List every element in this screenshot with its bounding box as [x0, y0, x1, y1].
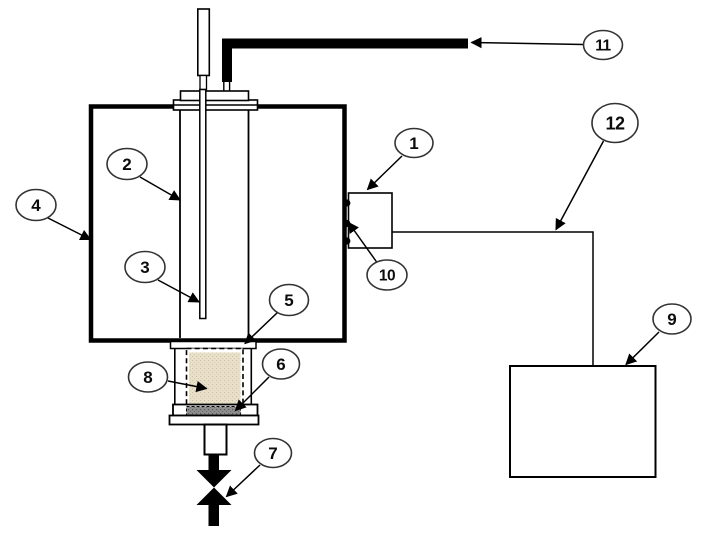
- sensor-dot-1: [343, 199, 351, 207]
- callout-9: 9: [625, 303, 692, 366]
- controller-box: [347, 192, 393, 249]
- top-flange-upper-plate: [179, 90, 250, 102]
- callout-10-leader: [347, 221, 378, 263]
- callout-12: 12: [555, 102, 639, 231]
- callout-5-circle: [268, 283, 310, 317]
- callout-1-leader: [366, 155, 403, 191]
- callout-11-circle: [582, 29, 624, 61]
- bottom-flange-lower-bar: [168, 414, 260, 426]
- outlet-fitting: [203, 423, 228, 456]
- callout-11-label: 11: [595, 38, 611, 55]
- callout-3-leader: [157, 279, 200, 303]
- frit-disc-texture: [186, 406, 241, 415]
- callout-7: 7: [225, 437, 293, 498]
- callout-2: 2: [106, 147, 181, 201]
- signal-line: [392, 231, 594, 366]
- callout-9-leader: [625, 331, 660, 366]
- callout-5-label: 5: [284, 291, 293, 310]
- callout-5: 5: [244, 283, 310, 345]
- callout-1-label: 1: [409, 134, 418, 153]
- callout-12-circle: [591, 102, 639, 144]
- callout-4-label: 4: [31, 196, 41, 215]
- callout-8-leader: [167, 380, 208, 393]
- packed-bed-texture: [189, 352, 241, 404]
- callout-6: 6: [234, 348, 301, 412]
- probe-stem: [199, 74, 208, 91]
- callout-11-leader: [470, 37, 584, 49]
- callout-10-label: 10: [379, 268, 395, 285]
- callout-11: 11: [470, 29, 624, 61]
- sensor-dot-3: [343, 237, 351, 245]
- callout-2-circle: [106, 147, 148, 181]
- thermowell-rod: [199, 88, 207, 320]
- probe-head: [197, 8, 211, 77]
- callout-10-circle: [366, 259, 408, 291]
- callout-9-circle: [652, 303, 692, 335]
- callout-4: 4: [15, 188, 92, 241]
- callout-8: 8: [127, 361, 208, 393]
- callout-3-label: 3: [140, 258, 149, 277]
- valve-icon: [196, 470, 232, 488]
- valve-icon-lower: [196, 487, 232, 505]
- callout-4-circle: [15, 188, 57, 222]
- callout-7-leader: [225, 464, 261, 498]
- callout-3-circle: [124, 250, 166, 284]
- callout-6-leader: [234, 376, 270, 412]
- callout-2-label: 2: [122, 155, 131, 174]
- callout-1: 1: [366, 127, 434, 191]
- callout-2-leader: [139, 176, 181, 201]
- callout-3: 3: [124, 250, 200, 303]
- bottom-plate: [169, 340, 257, 350]
- callout-10: 10: [347, 221, 408, 291]
- callout-8-circle: [127, 361, 169, 393]
- callout-6-label: 6: [276, 355, 285, 374]
- callout-12-label: 12: [605, 114, 625, 134]
- callout-9-label: 9: [667, 310, 676, 329]
- callout-5-leader: [244, 311, 279, 345]
- callout-7-circle: [253, 437, 293, 469]
- callout-7-label: 7: [268, 444, 277, 463]
- external-unit-box: [509, 365, 657, 478]
- callout-4-leader: [47, 217, 92, 241]
- valve-stem-upper: [208, 454, 219, 471]
- callout-8-label: 8: [143, 368, 152, 387]
- callout-12-leader: [555, 140, 605, 231]
- callout-1-circle: [394, 127, 434, 159]
- valve-stem-lower: [208, 504, 219, 526]
- power-cable: [222, 38, 468, 82]
- callout-6-circle: [261, 348, 301, 380]
